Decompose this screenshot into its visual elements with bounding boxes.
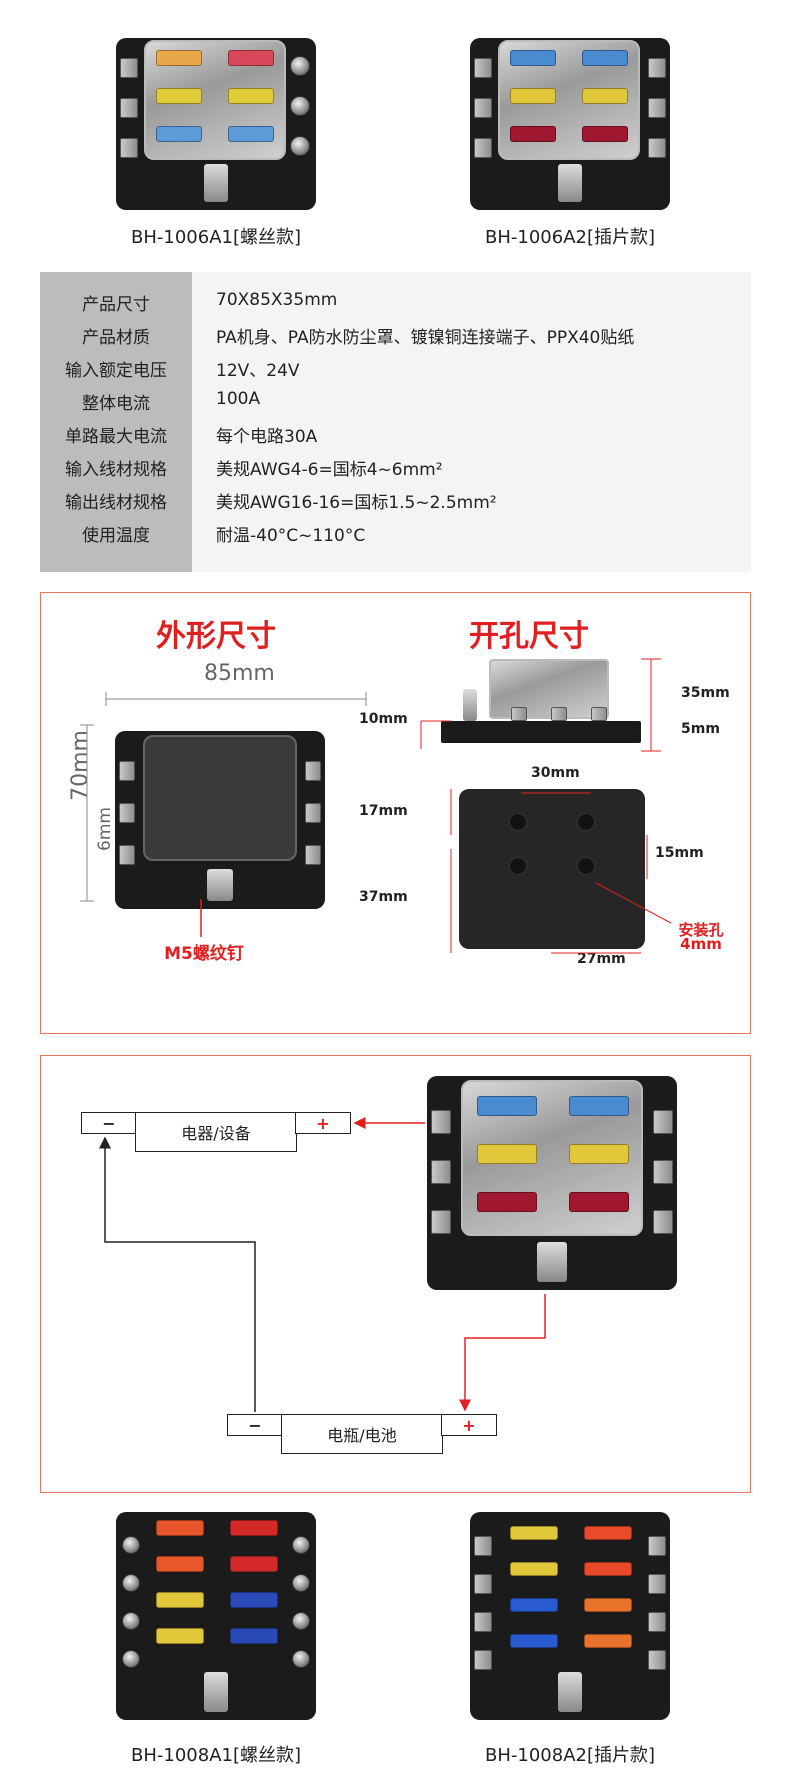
- bolt-pointer-line: [200, 899, 202, 937]
- spec-table: 产品尺寸 70X85X35mm 产品材质 PA机身、PA防水防尘罩、镀镍铜连接端…: [40, 272, 751, 572]
- spec-value: 美规AWG16-16=国标1.5~2.5mm²: [216, 493, 497, 513]
- device-box: 电器/设备: [135, 1112, 297, 1152]
- spec-value: 100A: [216, 389, 261, 409]
- product-image-bh1006a1: [116, 38, 316, 210]
- device-minus-terminal: −: [81, 1112, 137, 1134]
- spec-label: 输出线材规格: [65, 493, 167, 513]
- bolt-label: M5螺纹钉: [164, 944, 244, 964]
- product-caption: BH-1008A1[螺丝款]: [131, 1745, 301, 1766]
- side-dimension-lines: [420, 658, 661, 752]
- outer-size-product-image: [115, 731, 325, 909]
- wiring-product-image: [427, 1076, 677, 1290]
- left-37-dimension: 37mm: [359, 889, 408, 905]
- spec-label: 使用温度: [82, 526, 150, 546]
- spec-label: 单路最大电流: [65, 427, 167, 447]
- spec-label: 输入额定电压: [65, 361, 167, 381]
- spec-label: 整体电流: [82, 394, 150, 414]
- gap-dimension: 6mm: [94, 807, 115, 851]
- mount-hole-label: 安装孔: [678, 921, 724, 939]
- width-dimension: 85mm: [204, 661, 275, 686]
- spec-label-column: [40, 272, 192, 572]
- spec-value: 美规AWG4-6=国标4~6mm²: [216, 460, 443, 480]
- back-view-image: [459, 789, 645, 949]
- outer-size-title: 外形尺寸: [156, 619, 276, 654]
- product-image-bh1006a2: [470, 38, 670, 210]
- spec-value: 耐温-40°C~110°C: [216, 526, 366, 546]
- bottom-27-dimension: 27mm: [577, 951, 626, 967]
- wiring-panel: − 电器/设备 + − 电瓶/电池 +: [40, 1055, 751, 1493]
- battery-minus-terminal: −: [227, 1414, 283, 1436]
- device-plus-terminal: +: [295, 1112, 351, 1134]
- spec-label: 产品材质: [82, 328, 150, 348]
- dimensions-panel: 外形尺寸 开孔尺寸 85mm 70mm 6mm M5螺纹钉 10mm 35: [40, 592, 751, 1034]
- side-10-dimension: 10mm: [359, 711, 408, 727]
- spec-value: 每个电路30A: [216, 427, 318, 447]
- wiring-lines: [99, 1117, 546, 1412]
- product-caption: BH-1008A2[插片款]: [485, 1745, 655, 1766]
- mount-hole-size: 4mm: [680, 935, 722, 953]
- back-dimension-lines: [450, 789, 672, 954]
- side-view-image: [441, 659, 641, 749]
- battery-box: 电瓶/电池: [281, 1414, 443, 1454]
- spec-label: 产品尺寸: [82, 295, 150, 315]
- spec-value: 12V、24V: [216, 361, 300, 381]
- height-dimension-line: [80, 724, 94, 902]
- spec-value: PA机身、PA防水防尘罩、镀镍铜连接端子、PPX40贴纸: [216, 328, 635, 348]
- product-caption: BH-1006A1[螺丝款]: [131, 227, 301, 248]
- left-17-dimension: 17mm: [359, 803, 408, 819]
- top-30-dimension: 30mm: [531, 765, 580, 781]
- width-dimension-line: [105, 692, 367, 706]
- side-5-dimension: 5mm: [681, 721, 720, 737]
- product-image-bh1008a2: [470, 1512, 670, 1720]
- spec-value: 70X85X35mm: [216, 290, 338, 310]
- product-caption: BH-1006A2[插片款]: [485, 227, 655, 248]
- product-image-bh1008a1: [116, 1512, 316, 1720]
- battery-plus-terminal: +: [441, 1414, 497, 1436]
- side-35-dimension: 35mm: [681, 685, 730, 701]
- spec-label: 输入线材规格: [65, 460, 167, 480]
- hole-size-title: 开孔尺寸: [469, 619, 589, 654]
- right-15-dimension: 15mm: [655, 845, 704, 861]
